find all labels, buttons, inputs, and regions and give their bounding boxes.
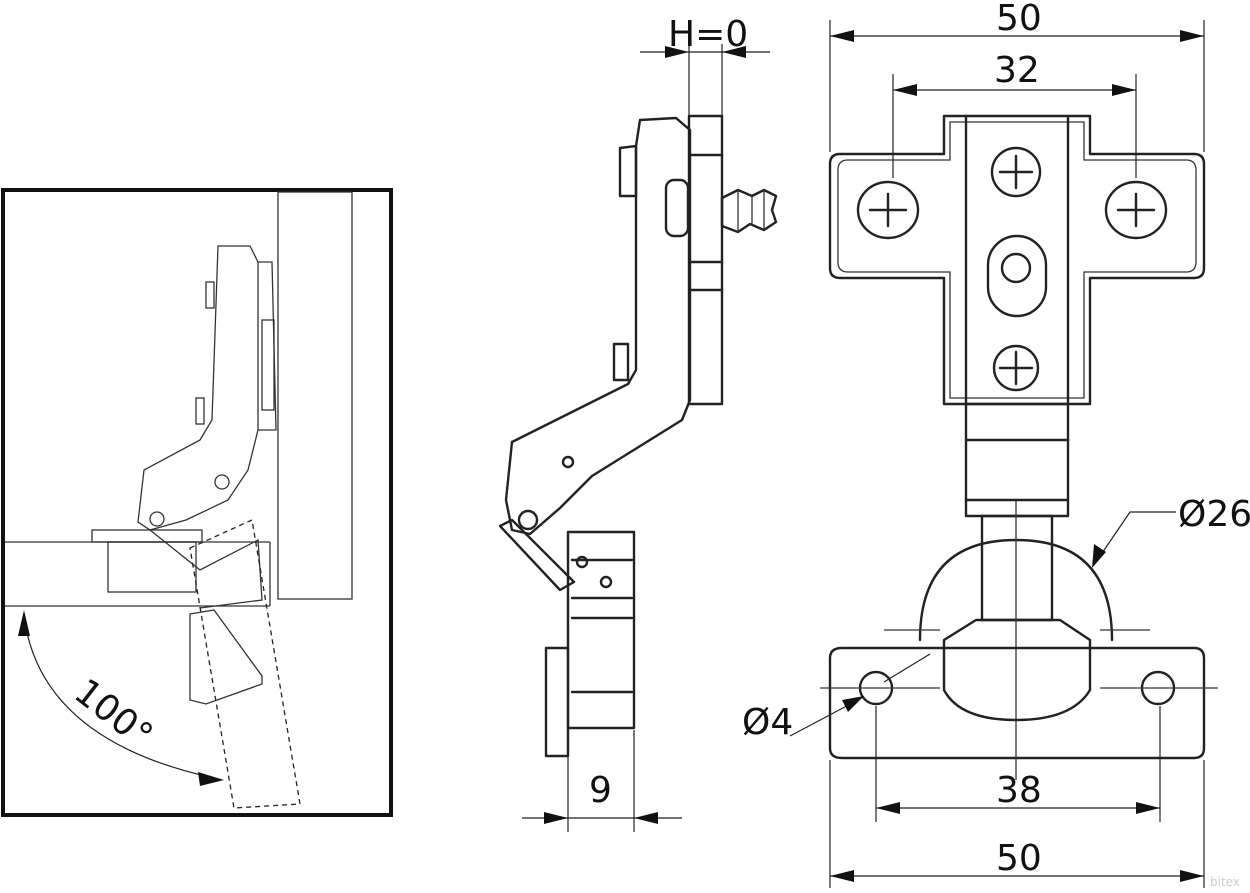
opened-door-outline (189, 519, 301, 809)
hole-diameter-label: Ø4 (742, 702, 793, 743)
width-top-label: 50 (996, 0, 1042, 39)
opening-angle-label: 100° (66, 671, 160, 757)
screw-bottom (992, 344, 1040, 392)
screw-right (1104, 180, 1168, 240)
adjustment-slot (986, 234, 1048, 318)
cup-diameter-label: Ø26 (1178, 494, 1250, 535)
angle-arc (23, 615, 215, 779)
screw-spacing-label: 32 (994, 50, 1040, 91)
mounting-plate-front (828, 114, 1206, 406)
watermark: bitex (1210, 875, 1240, 889)
hole-spacing-label: 38 (996, 770, 1042, 811)
screw-top (990, 146, 1042, 198)
overlay-label: H=0 (668, 14, 748, 55)
front-view: 50 32 Ø26 Ø4 38 50 (742, 0, 1250, 888)
hinge-arm-profile (504, 116, 692, 536)
base-plate (828, 646, 1206, 760)
screw-left (856, 180, 920, 240)
side-profile-view: H=0 9 (498, 14, 778, 832)
mounting-plate (687, 114, 724, 406)
cup-inner (942, 618, 1092, 722)
mounting-screw (720, 188, 778, 234)
opening-angle-panel: 100° (1, 188, 393, 817)
depth-label: 9 (589, 770, 612, 811)
hinge-arm-side (137, 245, 259, 531)
cabinet-wall (277, 191, 353, 600)
hinge-arm-front (964, 402, 1070, 518)
panel-frame (1, 188, 393, 817)
width-bottom-label: 50 (996, 838, 1042, 879)
